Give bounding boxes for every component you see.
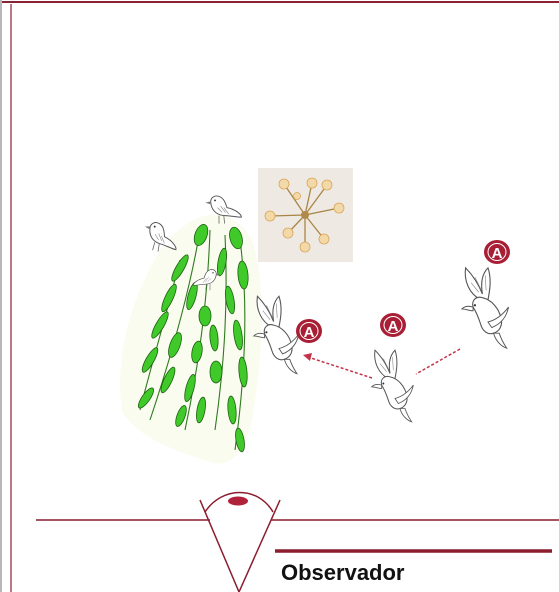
dove-center-icon: [372, 350, 414, 422]
badge-a-left-label: A: [304, 324, 315, 341]
observer-eye-icon: [228, 497, 248, 506]
badge-a-center: A: [380, 313, 406, 337]
dove-near-tree-icon: [254, 296, 299, 373]
willow-tree-icon: [120, 215, 262, 464]
chandelier-icon: [258, 168, 353, 262]
badge-a-right: A: [484, 240, 510, 264]
badge-a-center-label: A: [388, 318, 399, 335]
view-cone: [200, 500, 280, 592]
badge-a-right-label: A: [492, 245, 503, 262]
observer-label: Observador: [281, 560, 405, 585]
dove-right-icon: [462, 268, 509, 348]
observer-horizon: Observador: [36, 493, 559, 592]
badge-a-left: A: [296, 319, 322, 343]
